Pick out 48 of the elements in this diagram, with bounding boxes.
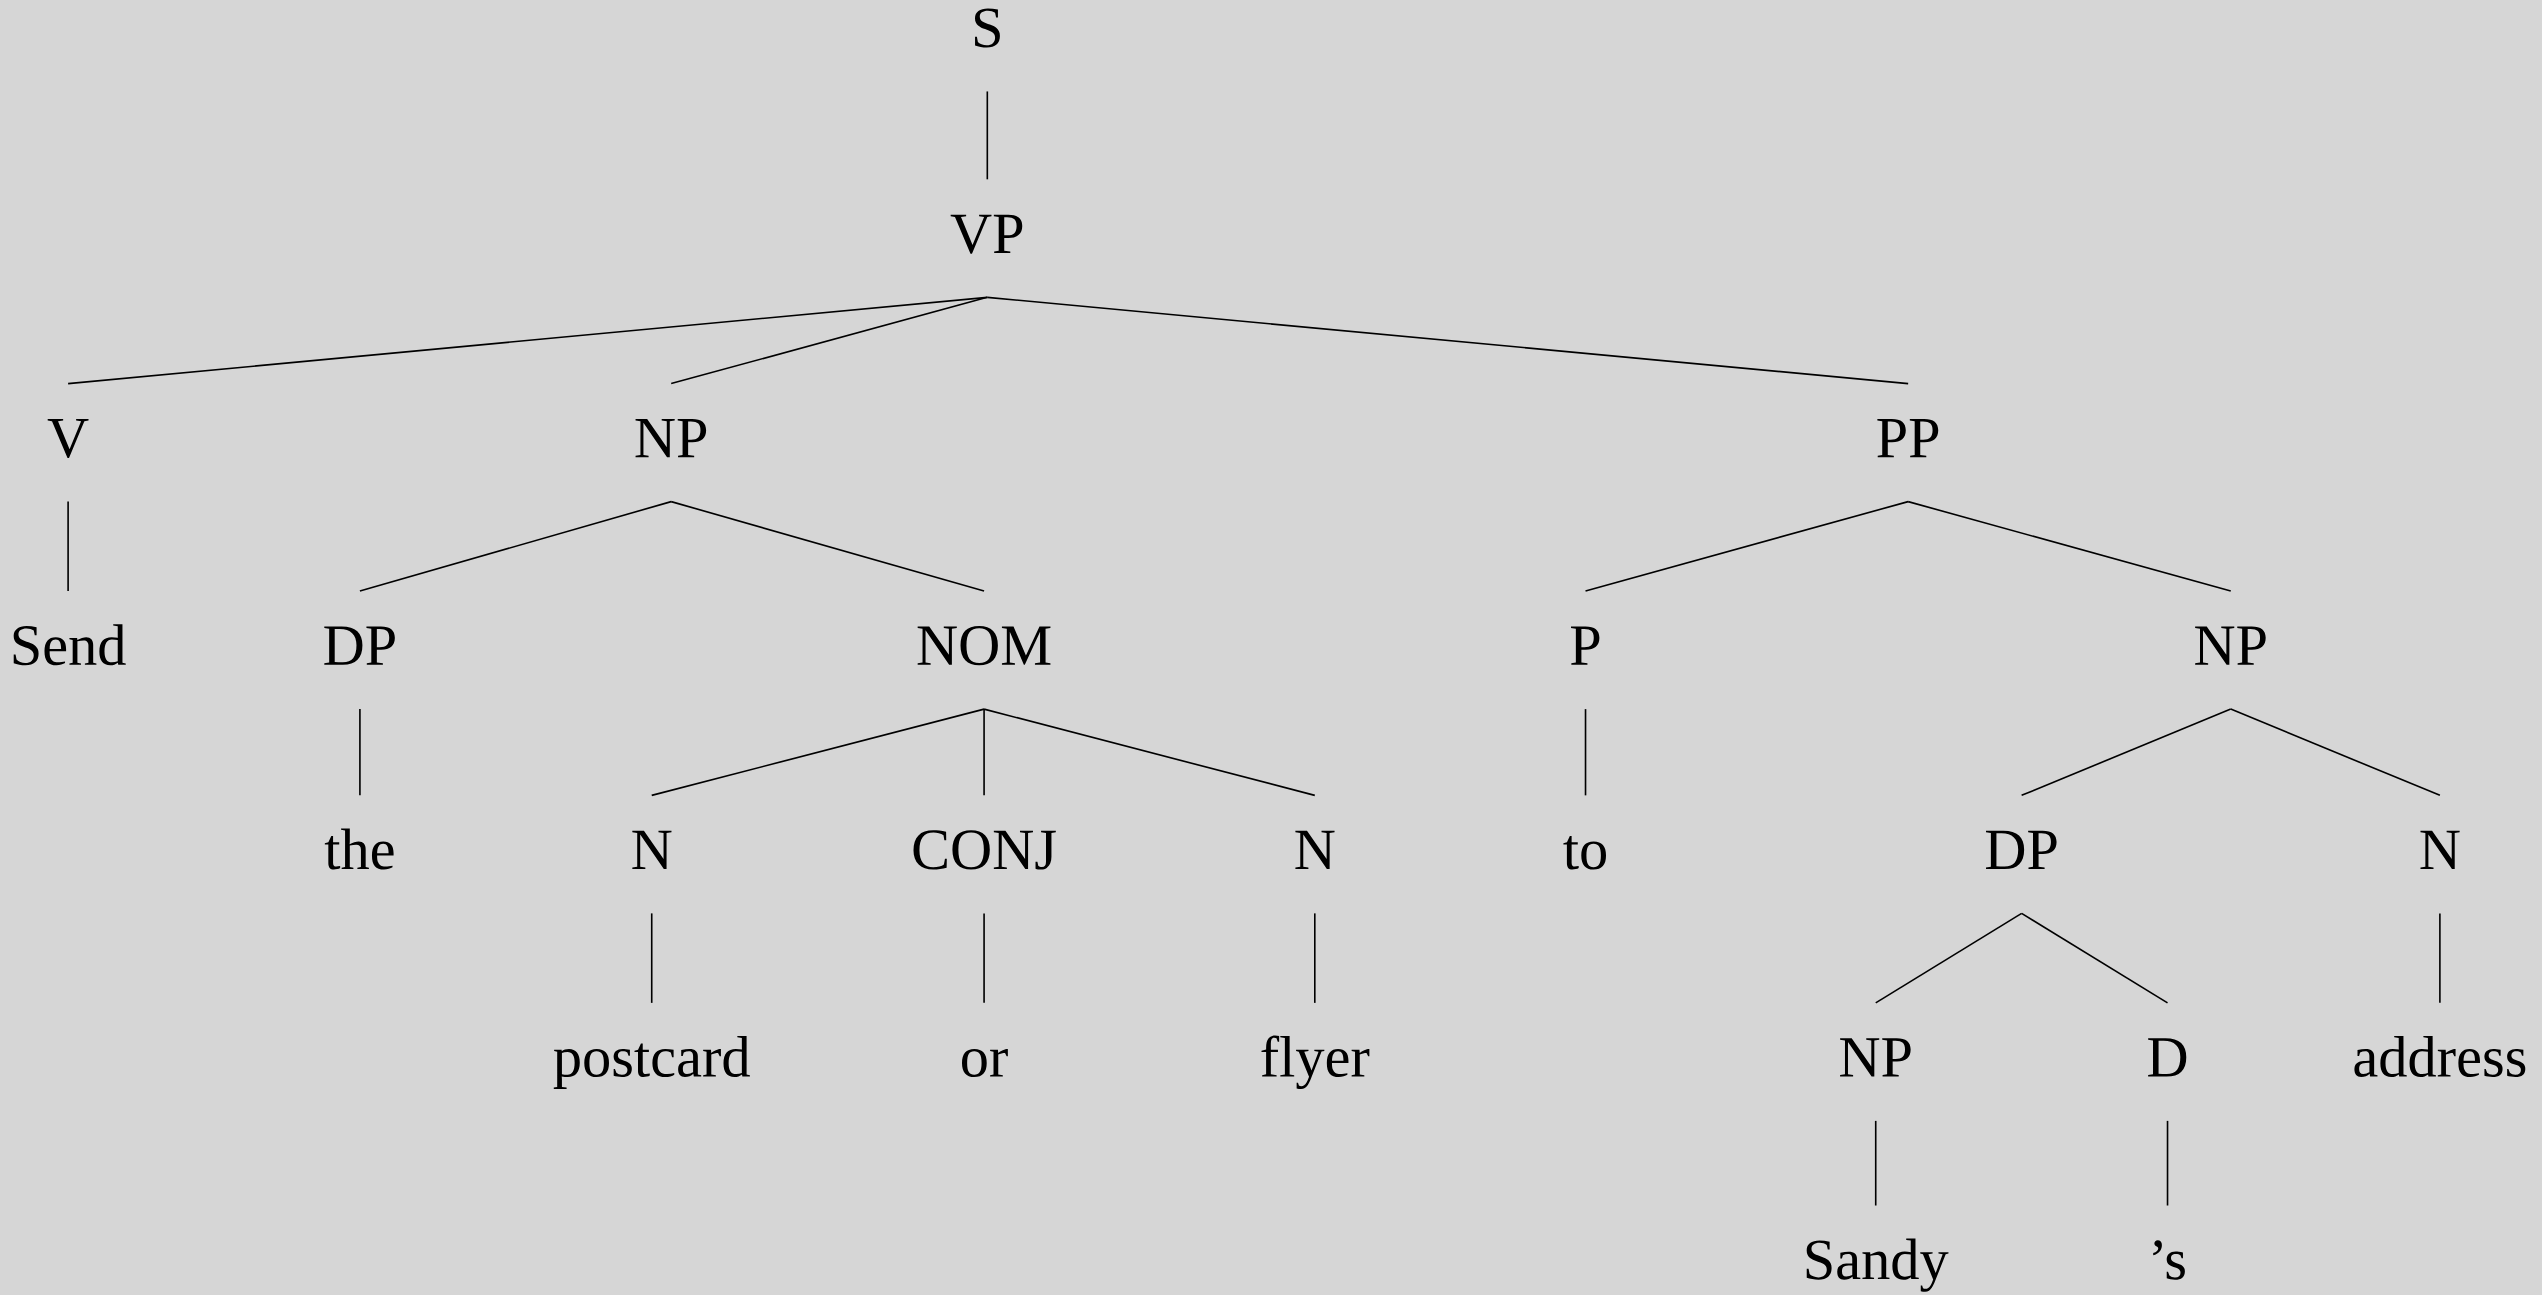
branch-line xyxy=(983,708,1316,796)
branch-line xyxy=(359,500,672,592)
branch-line xyxy=(1907,500,2232,592)
branch-line xyxy=(1874,1119,1877,1207)
word-label: ’s xyxy=(2153,1240,2185,1280)
category-label: S xyxy=(975,8,1000,48)
word-label: flyer xyxy=(1261,1035,1370,1089)
category-label: NP xyxy=(1840,1038,1911,1077)
category-label: NP xyxy=(635,418,707,458)
branch-line xyxy=(359,708,361,796)
branch-line xyxy=(1314,912,1316,1004)
branch-line xyxy=(983,708,985,796)
branch-line xyxy=(983,912,985,1004)
category-label: N xyxy=(1295,830,1335,869)
category-label: N xyxy=(2420,830,2460,869)
category-label: DP xyxy=(1986,830,2057,869)
category-label: P xyxy=(1571,626,1600,665)
branch-line xyxy=(986,296,1909,385)
branch-line xyxy=(650,708,985,796)
category-label: N xyxy=(632,830,672,869)
word-label: postcard xyxy=(553,1035,750,1089)
branch-line xyxy=(1584,708,1587,796)
category-label: CONJ xyxy=(913,830,1056,870)
category-label: PP xyxy=(1877,418,1939,458)
branch-line xyxy=(670,500,985,592)
branch-line xyxy=(67,500,69,592)
branch-line xyxy=(986,90,989,180)
branch-line xyxy=(670,296,989,385)
branch-line xyxy=(2166,1119,2169,1207)
word-label: address xyxy=(2354,1035,2526,1077)
branch-line xyxy=(2020,708,2232,796)
branch-line xyxy=(1584,500,1909,592)
word-label: to xyxy=(1563,835,1606,870)
branch-line xyxy=(2229,708,2441,796)
word-label: Send xyxy=(13,624,126,666)
word-label: or xyxy=(962,1048,1008,1077)
branch-line xyxy=(1874,912,2023,1004)
branch-line xyxy=(2020,912,2169,1004)
branch-line xyxy=(650,912,653,1004)
branch-line xyxy=(2439,912,2441,1004)
category-label: NOM xyxy=(917,625,1051,666)
category-label: VP xyxy=(950,214,1023,254)
category-label: NP xyxy=(2195,626,2266,665)
word-label: the xyxy=(324,828,394,870)
category-label: D xyxy=(2148,1038,2187,1077)
category-label: DP xyxy=(324,626,395,665)
category-label: V xyxy=(47,418,89,458)
word-label: Sandy xyxy=(1806,1238,1949,1292)
